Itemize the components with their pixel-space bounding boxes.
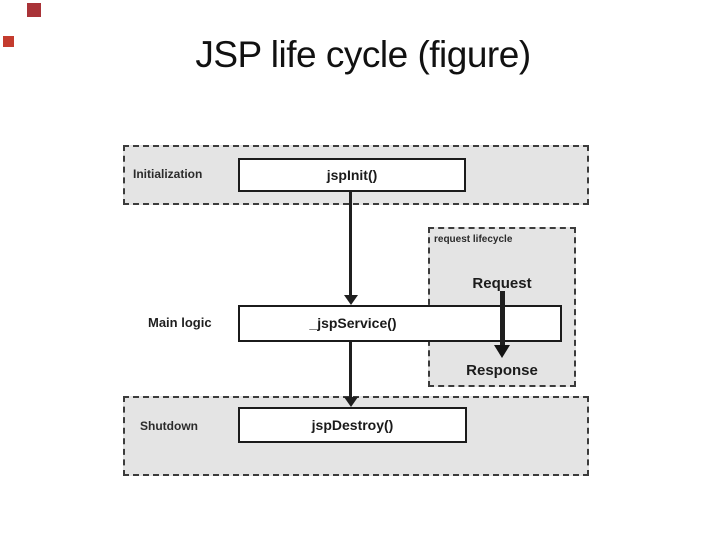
- jspinit-box: jspInit(): [238, 158, 466, 192]
- decor-red-square-top: [27, 3, 41, 17]
- main-logic-label: Main logic: [148, 315, 212, 330]
- jspservice-method-text: _jspService(): [309, 315, 397, 331]
- arrow-down-head-icon: [494, 345, 510, 358]
- response-label: Response: [466, 362, 538, 379]
- arrow-shaft: [349, 192, 352, 296]
- initialization-label: Initialization: [133, 167, 203, 181]
- arrow-shaft: [500, 291, 505, 346]
- arrow-shaft: [349, 340, 352, 398]
- shutdown-label: Shutdown: [140, 419, 198, 433]
- jspservice-box: _jspService(): [238, 305, 562, 342]
- jspdestroy-box: jspDestroy(): [238, 407, 467, 443]
- request-lifecycle-label: request lifecycle: [434, 234, 513, 245]
- arrow-down-head-icon: [344, 295, 358, 305]
- decor-red-square-left: [3, 36, 14, 47]
- jspinit-method-text: jspInit(): [326, 167, 378, 183]
- arrow-down-head-icon: [344, 397, 358, 407]
- request-label: Request: [472, 275, 532, 292]
- jspdestroy-method-text: jspDestroy(): [311, 417, 394, 433]
- slide-title: JSP life cycle (figure): [195, 34, 531, 75]
